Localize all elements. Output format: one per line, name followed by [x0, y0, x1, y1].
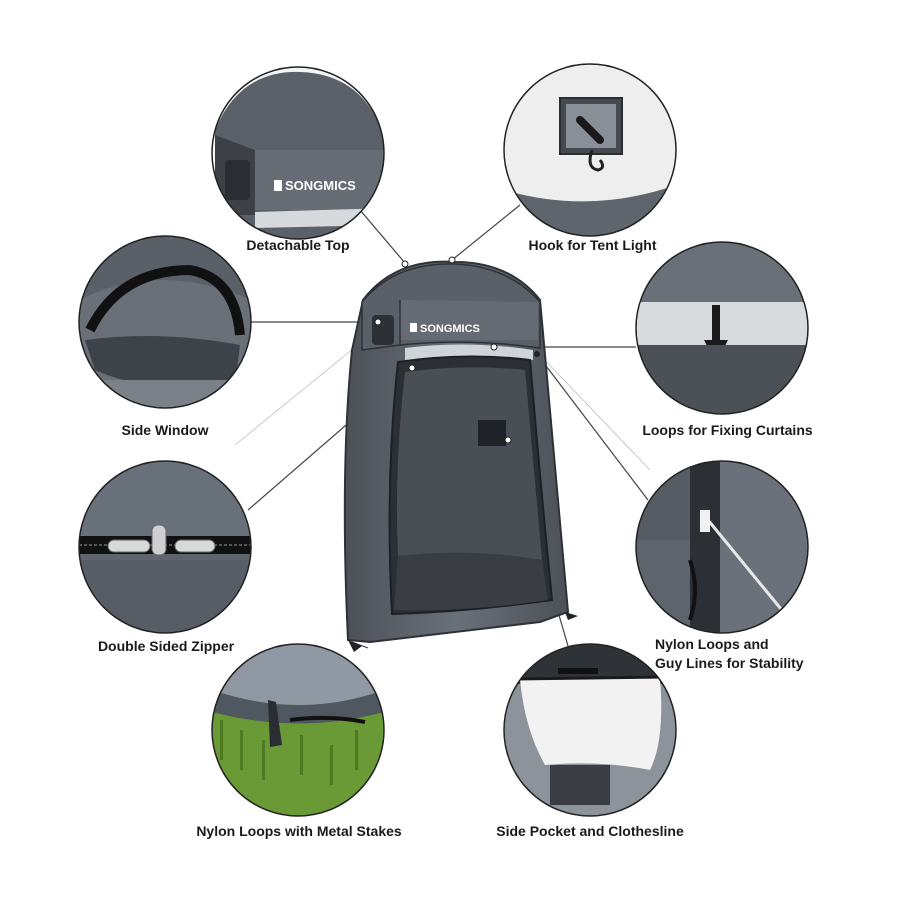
top-logo-mark-icon: [274, 180, 282, 191]
label-nylon-loops-guy-lines-2: Guy Lines for Stability: [655, 655, 804, 671]
zipper-pull-icon: [107, 524, 216, 556]
stake-icon: [268, 700, 282, 747]
curtain-loops-detail: [635, 241, 809, 415]
guy-line-tensioner-icon: [700, 510, 710, 532]
tent-brand-logo: SONGMICS: [420, 323, 480, 335]
hook-detail: [503, 63, 677, 237]
side-pocket-detail: [503, 643, 677, 817]
guy-lines: [234, 334, 651, 471]
metal-stakes-detail: [211, 643, 385, 817]
guy-lines-detail: [635, 460, 809, 634]
label-nylon-loops-metal-stakes: Nylon Loops with Metal Stakes: [196, 823, 402, 839]
label-nylon-loops-guy-lines-1: Nylon Loops and: [655, 636, 769, 652]
side-window-detail: [78, 235, 252, 409]
main-tent: SONGMICS: [343, 256, 578, 652]
top-brand-logo: SONGMICS: [285, 178, 356, 193]
logo-mark-icon: [410, 323, 417, 332]
detachable-top-detail: SONGMICS: [211, 66, 385, 240]
pocket-icon: [550, 765, 610, 805]
label-detachable-top: Detachable Top: [246, 237, 350, 253]
label-loops-for-fixing-curtains: Loops for Fixing Curtains: [642, 422, 813, 438]
label-hook-for-tent-light: Hook for Tent Light: [528, 237, 657, 253]
hook-icon: [588, 149, 605, 172]
label-side-pocket-clothesline: Side Pocket and Clothesline: [496, 823, 684, 839]
label-side-window: Side Window: [121, 422, 209, 438]
label-double-sided-zipper: Double Sided Zipper: [97, 638, 235, 654]
side-window: [372, 315, 394, 345]
zipper-detail: [78, 460, 252, 634]
